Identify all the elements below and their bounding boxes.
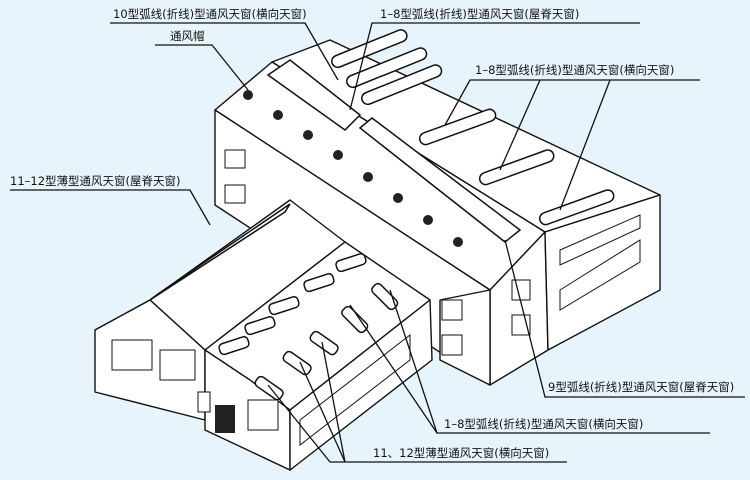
- label-10-transverse-skylight: 10型弧线(折线)型通风天窗(横向天窗): [113, 7, 307, 21]
- label-1-8-transverse-skylight-bottom: 1–8型弧线(折线)型通风天窗(横向天窗): [444, 417, 644, 431]
- label-1-8-transverse-skylight-right: 1–8型弧线(折线)型通风天窗(横向天窗): [475, 63, 675, 77]
- ridge-vents-tall: [266, 59, 522, 243]
- label-vent-cap: 通风帽: [170, 29, 205, 43]
- transverse-vents-back: [331, 29, 615, 226]
- vent-caps: [243, 90, 463, 247]
- leader-lines: [10, 22, 745, 463]
- label-9-ridge-skylight: 9型弧线(折线)型通风天窗(屋脊天窗): [548, 380, 735, 394]
- label-1-8-ridge-skylight: 1–8型弧线(折线)型通风天窗(屋脊天窗): [380, 7, 580, 21]
- windows-tall: [224, 149, 641, 356]
- door: [215, 405, 235, 433]
- label-11-12-ridge-skylight: 11–12型薄型通风天窗(屋脊天窗): [10, 174, 181, 188]
- transverse-vents-low: [218, 253, 399, 401]
- windows-low: [111, 333, 411, 447]
- label-11-12-transverse-skylight: 11、12型薄型通风天窗(横向天窗): [373, 446, 550, 460]
